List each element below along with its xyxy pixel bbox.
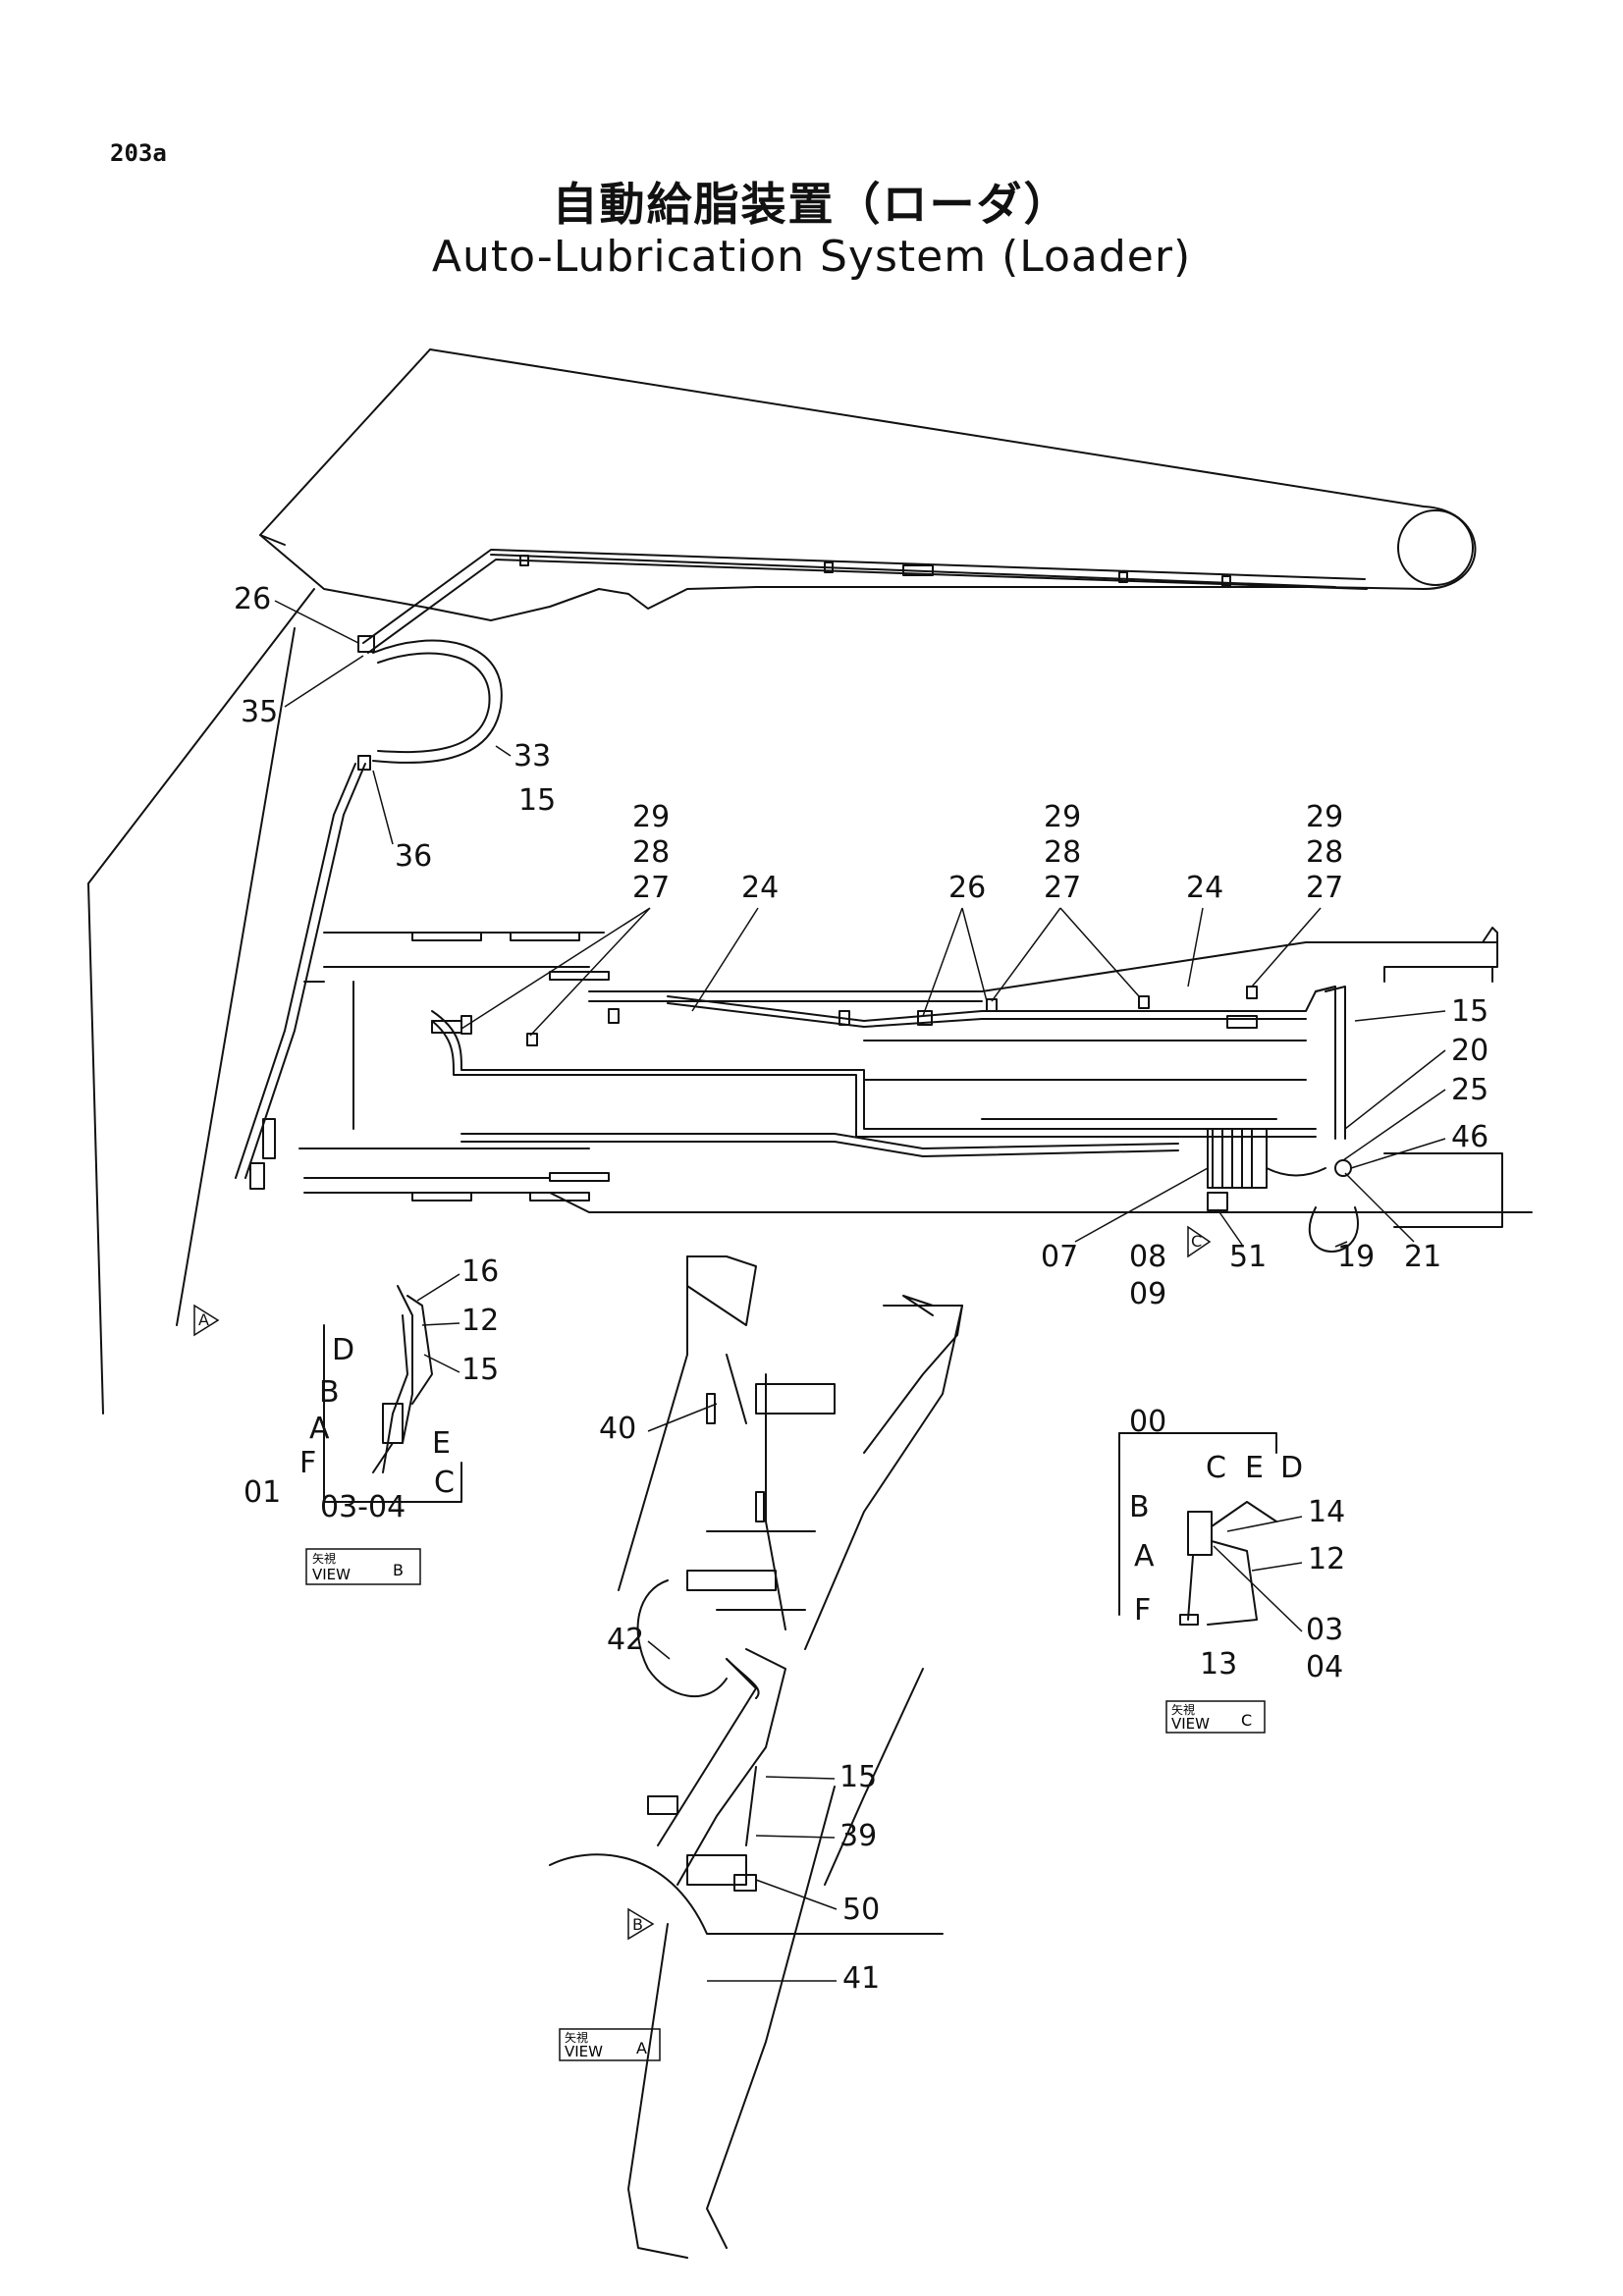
- view-caption-a: 矢視 VIEW A: [559, 2028, 661, 2061]
- callout-15-mid: 15: [1451, 994, 1488, 1029]
- callout-00: 00: [1129, 1405, 1166, 1439]
- view-caption-b: 矢視 VIEW B: [305, 1548, 421, 1585]
- callout-09: 09: [1129, 1277, 1166, 1311]
- callout-29-mid: 29: [1044, 800, 1081, 834]
- callout-03: 03: [1306, 1613, 1343, 1647]
- callout-42: 42: [607, 1623, 644, 1657]
- page-title-english: Auto-Lubrication System (Loader): [431, 232, 1192, 282]
- callout-24-left: 24: [741, 871, 779, 905]
- view-caption-b-letter: B: [393, 1561, 404, 1579]
- callout-04: 04: [1306, 1650, 1343, 1684]
- callout-28-left: 28: [632, 835, 670, 870]
- callout-12-c: 12: [1308, 1542, 1345, 1576]
- callout-27-mid: 27: [1044, 871, 1081, 905]
- callout-01: 01: [243, 1475, 281, 1510]
- callout-03-04-b: 03-04: [320, 1490, 406, 1524]
- callout-15-top: 15: [518, 783, 556, 818]
- callout-46: 46: [1451, 1120, 1488, 1154]
- callout-b-c: B: [1129, 1490, 1150, 1524]
- callout-20: 20: [1451, 1034, 1488, 1068]
- callout-25: 25: [1451, 1073, 1488, 1107]
- view-caption-c-letter: C: [1241, 1711, 1252, 1730]
- view-marker-c: C: [1187, 1225, 1212, 1258]
- view-marker-a-letter: A: [198, 1310, 209, 1329]
- view-a-linkage: [549, 1255, 963, 2259]
- callout-50: 50: [842, 1893, 880, 1927]
- view-marker-c-letter: C: [1191, 1232, 1202, 1251]
- callout-f-c: F: [1134, 1593, 1151, 1628]
- view-caption-b-kanji: 矢視: [312, 1551, 336, 1566]
- callout-14: 14: [1308, 1495, 1345, 1529]
- view-c-detail: [1118, 1432, 1277, 1626]
- callout-a-c: A: [1134, 1539, 1155, 1574]
- view-markers: A B C: [193, 1225, 1212, 1941]
- callout-33: 33: [514, 739, 551, 774]
- view-caption-a-letter: A: [636, 2039, 647, 2057]
- callout-41: 41: [842, 1961, 880, 1996]
- page-title-japanese: 自動給脂装置（ローダ）: [552, 178, 1071, 231]
- callout-21: 21: [1404, 1240, 1441, 1274]
- callout-27-left: 27: [632, 871, 670, 905]
- callout-d-b: D: [332, 1333, 354, 1367]
- callout-26-top: 26: [234, 582, 271, 616]
- callout-c-c: C: [1206, 1451, 1226, 1485]
- page-number: 203a: [110, 139, 167, 167]
- callout-13: 13: [1200, 1647, 1237, 1682]
- callout-19: 19: [1337, 1240, 1375, 1274]
- callout-a-b: A: [309, 1412, 330, 1446]
- view-caption-c-view: VIEW: [1171, 1715, 1210, 1733]
- callout-24-right: 24: [1186, 871, 1223, 905]
- callout-39: 39: [839, 1819, 877, 1853]
- view-caption-c-kanji: 矢視: [1171, 1702, 1195, 1717]
- callout-35: 35: [241, 695, 278, 729]
- callout-15-a: 15: [839, 1760, 877, 1794]
- callout-15-b: 15: [461, 1353, 499, 1387]
- leader-lines: [274, 600, 1446, 1982]
- view-caption-a-kanji: 矢視: [565, 2030, 588, 2045]
- view-caption-c: 矢視 VIEW C: [1165, 1700, 1266, 1734]
- callout-e-b: E: [432, 1426, 451, 1461]
- callout-29-left: 29: [632, 800, 670, 834]
- view-caption-b-view: VIEW: [312, 1566, 351, 1583]
- callout-40: 40: [599, 1412, 636, 1446]
- callout-b-b: B: [319, 1375, 340, 1410]
- view-marker-b-letter: B: [632, 1915, 643, 1934]
- view-b-detail: [323, 1285, 462, 1503]
- callout-36: 36: [395, 839, 432, 874]
- callout-29-right: 29: [1306, 800, 1343, 834]
- view-marker-b: B: [627, 1907, 655, 1941]
- callout-28-right: 28: [1306, 835, 1343, 870]
- callout-16: 16: [461, 1255, 499, 1289]
- callout-12-b: 12: [461, 1304, 499, 1338]
- callout-26-mid: 26: [948, 871, 986, 905]
- callout-27-right: 27: [1306, 871, 1343, 905]
- callout-e-c: E: [1245, 1451, 1264, 1485]
- callout-28-mid: 28: [1044, 835, 1081, 870]
- callout-07: 07: [1041, 1240, 1078, 1274]
- view-marker-a: A: [193, 1304, 220, 1337]
- callout-51: 51: [1229, 1240, 1267, 1274]
- callout-d-c: D: [1280, 1451, 1303, 1485]
- callout-08: 08: [1129, 1240, 1166, 1274]
- arm-frame: [298, 927, 1533, 1253]
- callout-c-b: C: [434, 1466, 455, 1500]
- boom-outline: [87, 348, 1477, 1415]
- view-caption-a-view: VIEW: [565, 2043, 603, 2060]
- callout-labels: 26 35 33 15 36 29 28 27 24 26 29 28 27 2…: [234, 582, 1488, 1996]
- callout-f-b: F: [299, 1446, 316, 1480]
